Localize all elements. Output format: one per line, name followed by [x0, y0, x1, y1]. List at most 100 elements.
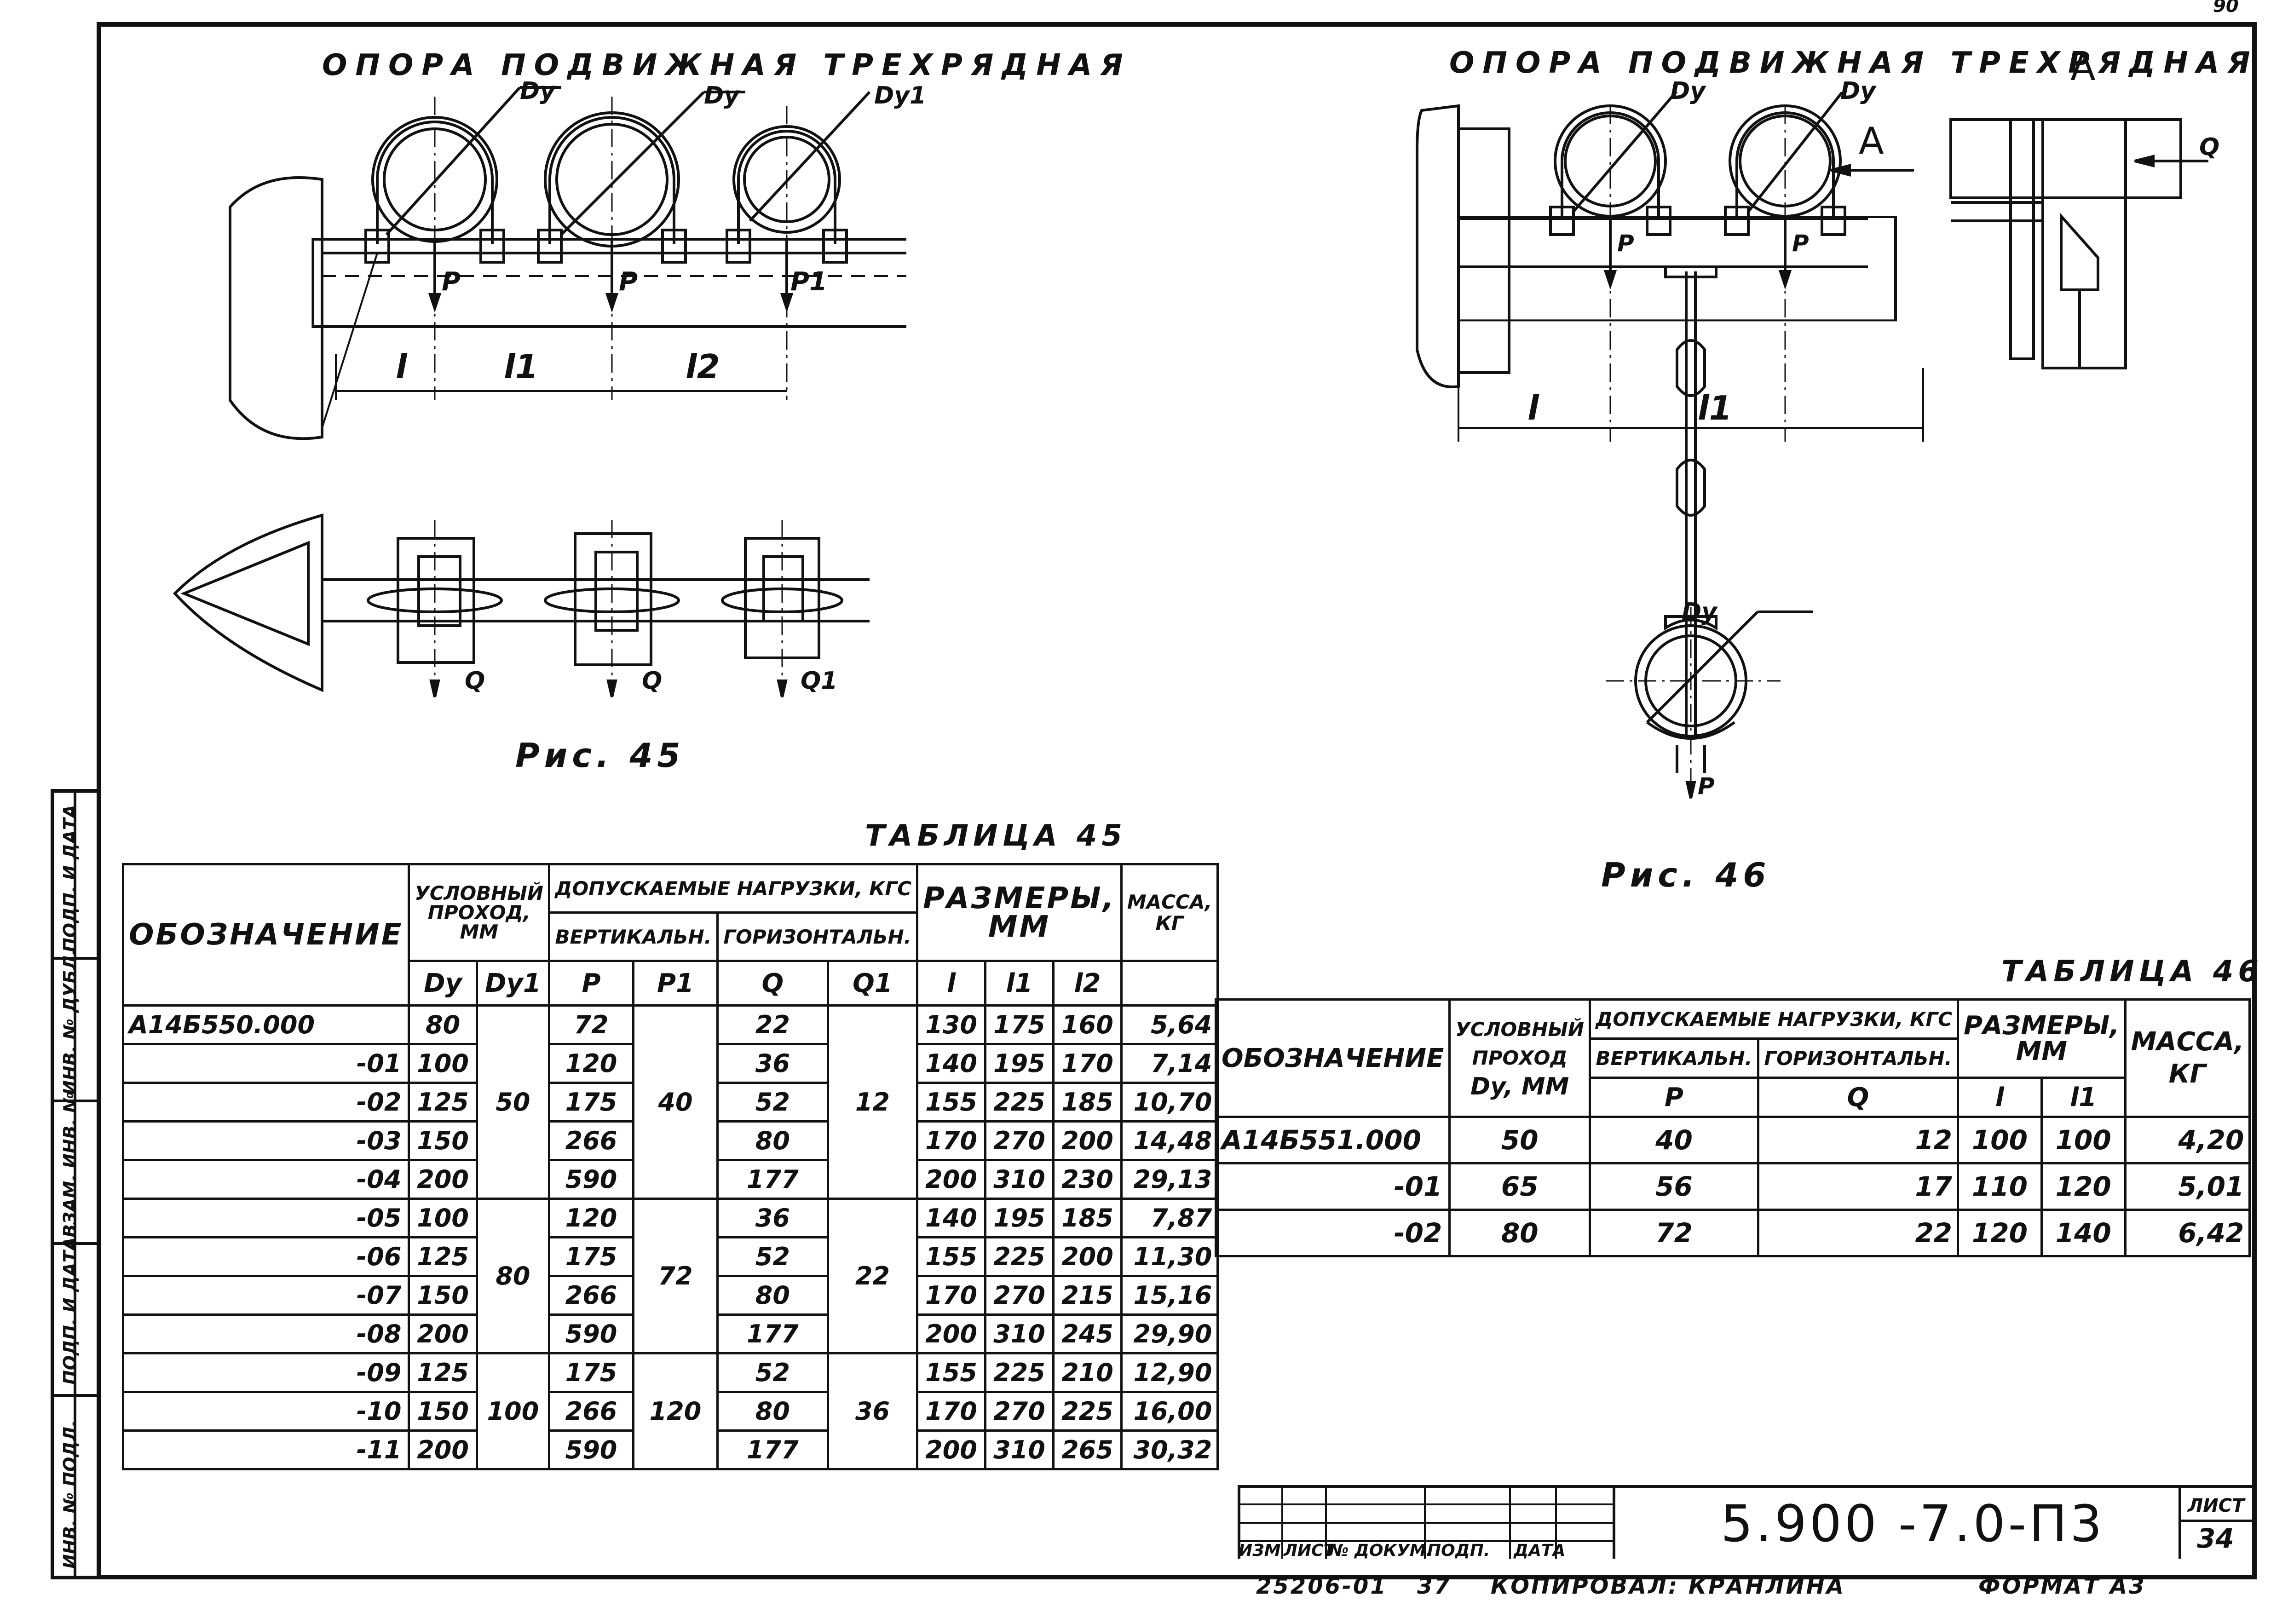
drawing-45-title: ОПОРА ПОДВИЖНАЯ ТРЕХРЯДНАЯ: [322, 48, 1131, 82]
t45-q: 80: [716, 1120, 829, 1161]
t45-designation: -06: [121, 1236, 410, 1277]
d46-p-b: P: [1792, 230, 1809, 257]
t45-dy: 200: [408, 1159, 478, 1200]
t46-p: 40: [1589, 1116, 1759, 1164]
t45-dy: 150: [408, 1275, 478, 1316]
t45-mass: 7,87: [1120, 1198, 1219, 1238]
t46-p: 72: [1589, 1209, 1759, 1257]
t45-designation: -11: [121, 1429, 410, 1470]
t46-h-nominal-1: УСЛОВНЫЙ: [1455, 1018, 1585, 1041]
t46-mass: 6,42: [2124, 1209, 2251, 1257]
t45-h-sizes: РАЗМЕРЫ, ММ: [916, 863, 1123, 962]
t46-q: 17: [1757, 1162, 1959, 1211]
t45-h-vertical: ВЕРТИКАЛЬН.: [548, 911, 719, 962]
t45-l2: 170: [1052, 1043, 1123, 1084]
t45-designation: -05: [121, 1198, 410, 1238]
t45-mass: 7,14: [1120, 1043, 1219, 1084]
side-divider: [51, 957, 97, 960]
t45-q1: 12: [826, 1004, 919, 1200]
t45-l: 155: [916, 1082, 987, 1123]
t46-h-horizontal: ГОРИЗОНТАЛЬН.: [1757, 1037, 1959, 1079]
t46-h-loads: ДОПУСКАЕМЫЕ НАГРУЗКИ, КГС: [1589, 998, 1959, 1040]
t45-mass: 15,16: [1120, 1275, 1219, 1316]
d46-dy-b: Dy: [1840, 77, 1876, 105]
t45-l: 200: [916, 1159, 987, 1200]
t46-h-designation: ОБОЗНАЧЕНИЕ: [1214, 998, 1451, 1118]
t45-l1: 195: [984, 1043, 1055, 1084]
side-podp-data-2: ПОДП. И ДАТА: [60, 804, 80, 952]
t45-mass: 29,13: [1120, 1159, 1219, 1200]
t45-l1: 270: [984, 1120, 1055, 1161]
t45-dy1: 100: [475, 1352, 551, 1470]
t46-designation: -01: [1214, 1162, 1451, 1211]
t45-mass: 29,90: [1120, 1313, 1219, 1354]
side-divider: [51, 1242, 97, 1245]
t45-p: 266: [548, 1391, 634, 1432]
t45-mass: 30,32: [1120, 1429, 1219, 1470]
side-inv-dubl: ИНВ. № ДУБЛ.: [60, 949, 80, 1095]
side-strip-inner: [74, 789, 97, 1579]
d45-p-a: P: [442, 267, 461, 297]
tb-col-list: ЛИСТ: [1284, 1541, 1335, 1560]
d46-dy-a: Dy: [1670, 77, 1706, 105]
t45-dy: 200: [408, 1429, 478, 1470]
t45-p: 590: [548, 1313, 634, 1354]
t45-dy: 150: [408, 1391, 478, 1432]
t45-q: 177: [716, 1429, 829, 1470]
tb-col-izm: ИЗМ: [1239, 1541, 1281, 1560]
t45-h-dy1: Dy1: [475, 960, 551, 1007]
t45-q: 80: [716, 1275, 829, 1316]
t45-l2: 200: [1052, 1120, 1123, 1161]
t45-h-nominal: УСЛОВНЫЙ ПРОХОД, ММ: [408, 863, 551, 962]
t45-l2: 215: [1052, 1275, 1123, 1316]
title-block: ИЗМ ЛИСТ № ДОКУМ. ПОДП. ДАТА 5.900 -7.0-…: [1238, 1485, 2257, 1560]
t45-l2: 265: [1052, 1429, 1123, 1470]
d46-q: Q: [2199, 133, 2220, 161]
t46-dy: 65: [1448, 1162, 1591, 1211]
t45-mass: 12,90: [1120, 1352, 1219, 1393]
t45-dy1: 50: [475, 1004, 551, 1200]
t45-l2: 225: [1052, 1391, 1123, 1432]
d46-view-mark: А: [2070, 46, 2096, 89]
t45-l2: 185: [1052, 1082, 1123, 1123]
t45-p1: 40: [632, 1004, 719, 1200]
t45-p: 266: [548, 1120, 634, 1161]
t45-dy1: 80: [475, 1198, 551, 1354]
t45-designation: -01: [121, 1043, 410, 1084]
t45-l1: 310: [984, 1313, 1055, 1354]
t45-h-l2: l2: [1052, 960, 1123, 1007]
t45-p: 175: [548, 1236, 634, 1277]
t46-l: 120: [1957, 1209, 2043, 1257]
table46-caption: ТАБЛИЦА 46: [2001, 955, 2263, 989]
t45-mass: 11,30: [1120, 1236, 1219, 1277]
t45-q1: 22: [826, 1198, 919, 1354]
t45-l: 170: [916, 1120, 987, 1161]
t45-mass: 14,48: [1120, 1120, 1219, 1161]
t45-dy: 125: [408, 1236, 478, 1277]
t45-designation: -09: [121, 1352, 410, 1393]
t46-dy: 80: [1448, 1209, 1591, 1257]
t45-designation: -08: [121, 1313, 410, 1354]
d45-p-b: P: [619, 267, 638, 297]
t45-h-p: P: [548, 960, 634, 1007]
t45-h-q: Q: [716, 960, 829, 1007]
t45-l2: 230: [1052, 1159, 1123, 1200]
t45-dy: 100: [408, 1198, 478, 1238]
t46-h-l: l: [1957, 1077, 2043, 1118]
t45-l1: 310: [984, 1159, 1055, 1200]
sheet-label: ЛИСТ: [2188, 1495, 2245, 1516]
drawing-45: [173, 86, 906, 697]
t45-dy: 125: [408, 1352, 478, 1393]
side-divider: [51, 1394, 97, 1397]
t46-h-q: Q: [1757, 1077, 1959, 1118]
side-podp-data-1: ПОДП. И ДАТА: [60, 1237, 80, 1385]
t45-designation: -07: [121, 1275, 410, 1316]
d46-l1: l1: [1698, 389, 1732, 427]
table46: ОБОЗНАЧЕНИЕ УСЛОВНЫЙ ПРОХОД Dy, ММ ДОПУС…: [1214, 998, 2251, 1257]
corner-number: 90: [2213, 0, 2239, 17]
